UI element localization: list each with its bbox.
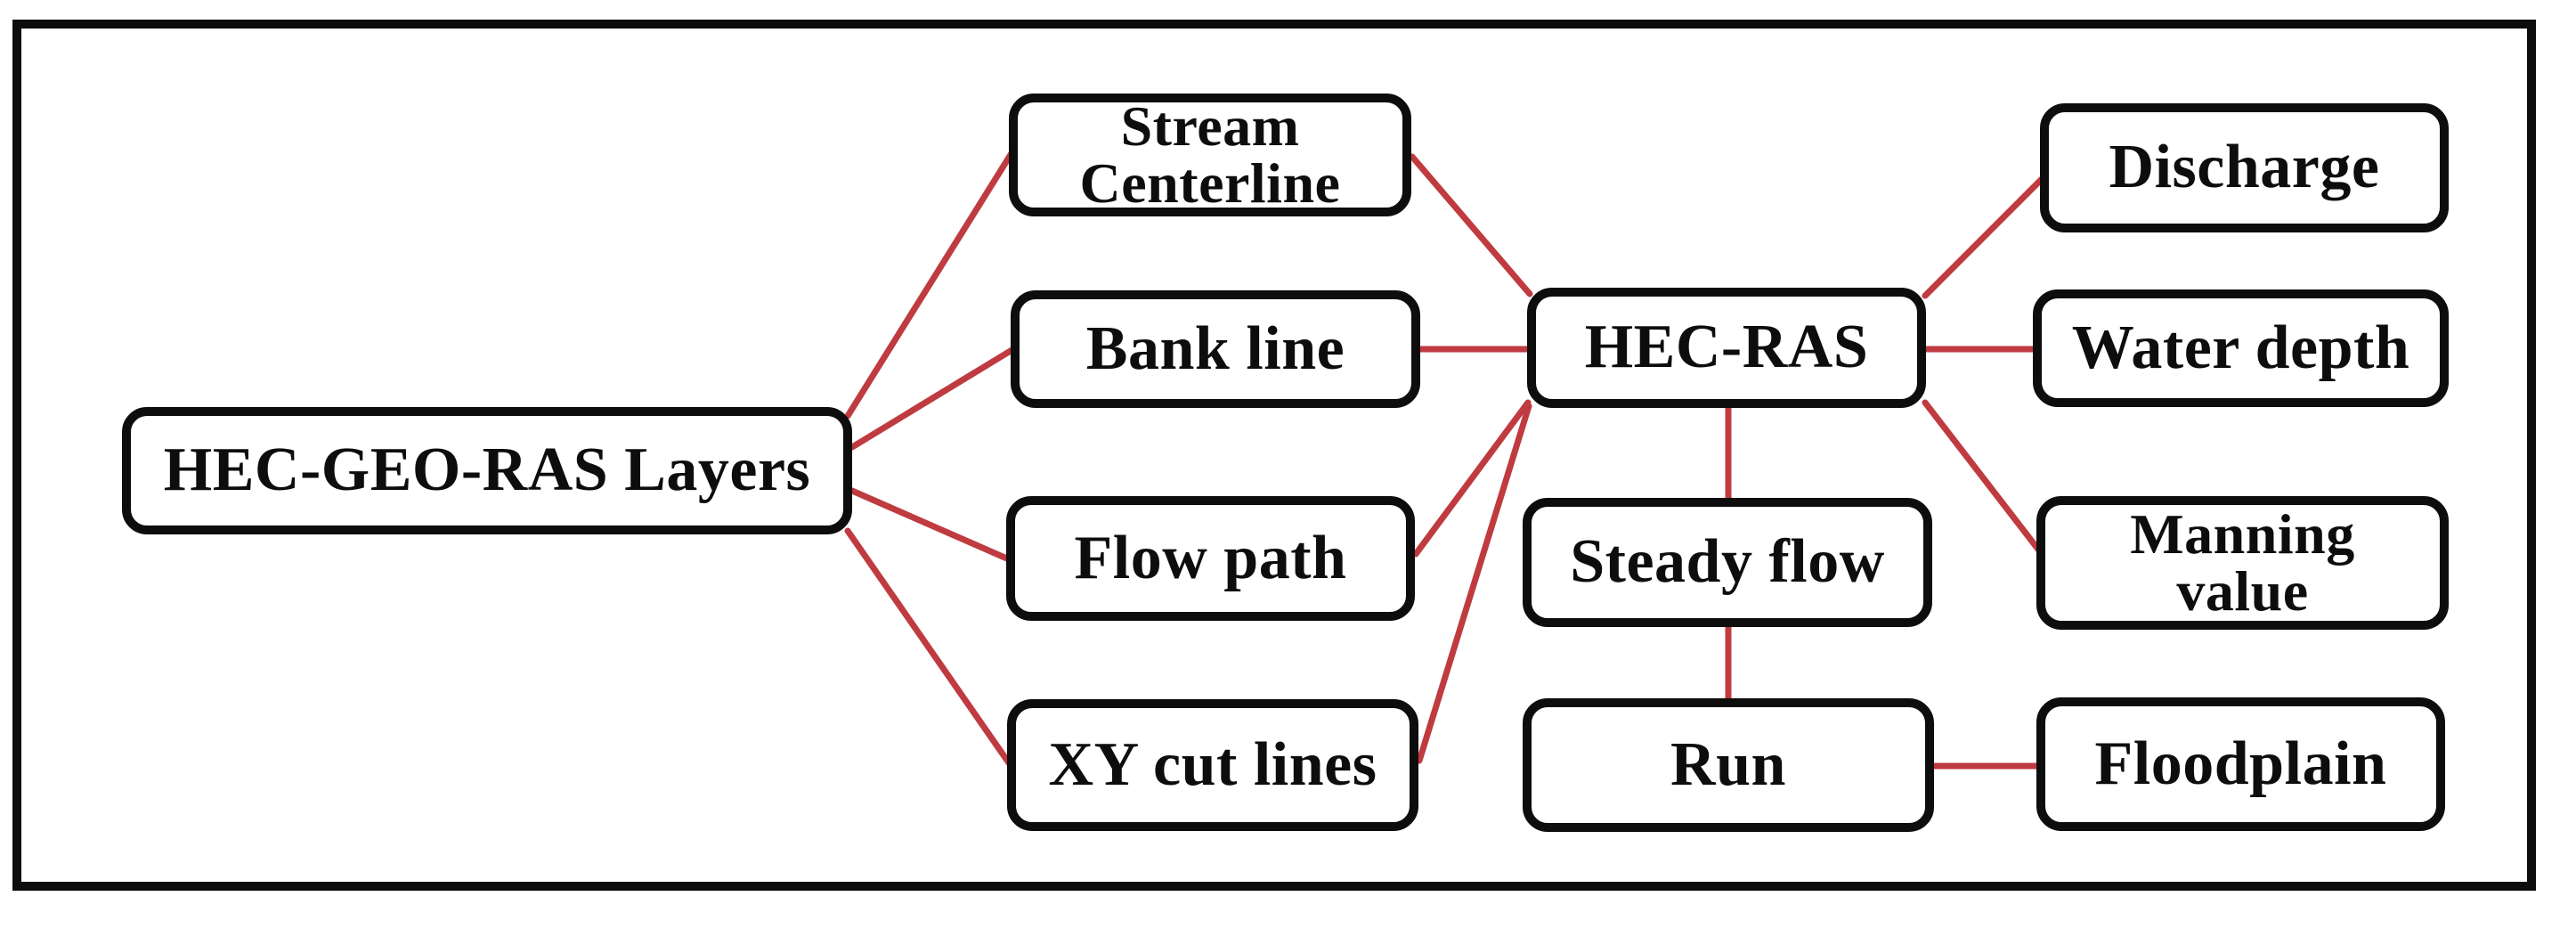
edge-hec-geo-ras-layers-to-xy-cut-lines xyxy=(844,527,1013,768)
node-label-line: Bank line xyxy=(1085,314,1345,383)
edge-hec-geo-ras-layers-to-flow-path xyxy=(849,487,1012,563)
node-label-line: Water depth xyxy=(2071,313,2410,382)
node-hec-ras: HEC-RAS xyxy=(1527,288,1926,408)
node-steady-flow: Steady flow xyxy=(1523,498,1932,627)
node-label-line: Manning xyxy=(2130,502,2355,566)
figure-border xyxy=(12,20,2536,891)
node-label-line: Discharge xyxy=(2109,133,2380,202)
edge-hec-geo-ras-layers-to-stream-centerline xyxy=(844,150,1015,420)
node-label-line: Flow path xyxy=(1074,523,1347,592)
node-label-line: HEC-GEO-RAS Layers xyxy=(163,436,811,505)
edge-flow-path-to-hec-ras xyxy=(1412,399,1532,558)
node-run: Run xyxy=(1523,698,1934,832)
node-label-line: XY cut lines xyxy=(1048,729,1377,799)
edge-hec-ras-to-manning-value xyxy=(1922,399,2043,554)
node-label-line: Steady flow xyxy=(1570,527,1885,597)
node-floodplain: Floodplain xyxy=(2036,697,2445,831)
node-label-line: Centerline xyxy=(1079,151,1341,215)
node-label-line: Run xyxy=(1670,729,1786,799)
edge-hec-ras-to-discharge xyxy=(1922,175,2046,299)
node-discharge: Discharge xyxy=(2040,103,2449,232)
node-label-line: HEC-RAS xyxy=(1584,313,1869,382)
node-label-line: Floodplain xyxy=(2094,729,2387,798)
edge-hec-geo-ras-layers-to-bank-line xyxy=(849,346,1017,451)
node-bank-line: Bank line xyxy=(1011,290,1420,408)
edge-stream-centerline-to-hec-ras xyxy=(1409,153,1533,297)
node-hec-geo-ras-layers: HEC-GEO-RAS Layers xyxy=(122,407,852,534)
node-water-depth: Water depth xyxy=(2033,289,2449,407)
node-label-line: value xyxy=(2176,559,2309,623)
node-xy-cut-lines: XY cut lines xyxy=(1007,699,1418,831)
node-label-line: Stream xyxy=(1120,94,1300,158)
edge-xy-cut-lines-to-hec-ras xyxy=(1416,403,1532,764)
node-flow-path: Flow path xyxy=(1006,496,1415,621)
